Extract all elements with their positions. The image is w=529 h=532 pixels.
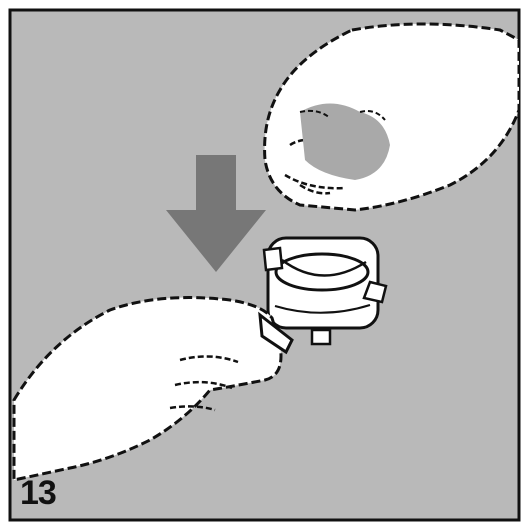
step-number: 13 xyxy=(20,476,56,510)
